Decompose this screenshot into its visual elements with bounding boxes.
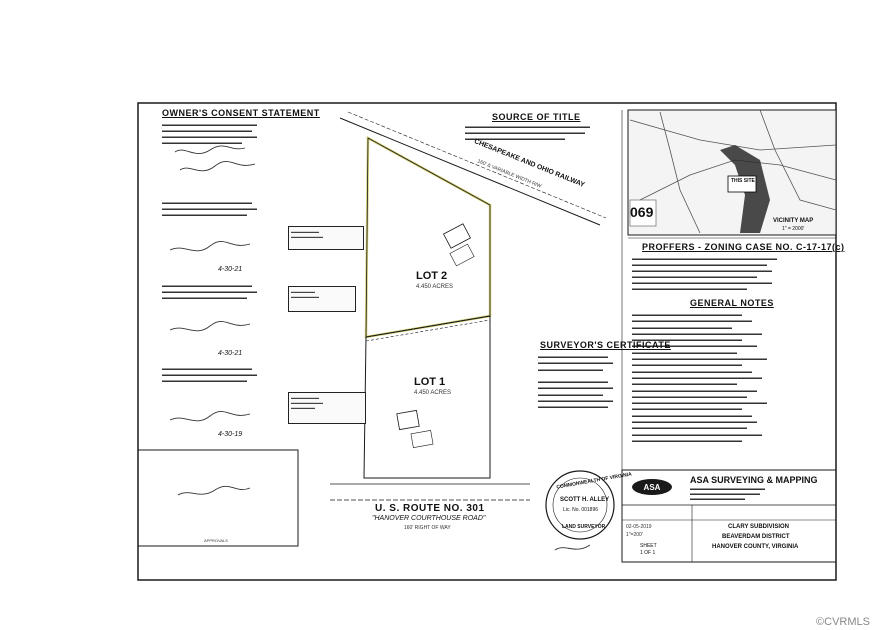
surveyors-certificate-body: ▬▬▬▬▬▬▬▬▬▬▬▬▬▬▬▬▬▬▬▬▬▬▬▬▬▬▬▬▬▬▬▬▬▬▬▬▬▬▬▬… bbox=[538, 354, 613, 411]
project-district: BEAVERDAM DISTRICT bbox=[722, 534, 790, 540]
vicinity-map-scale: 1" = 2000' bbox=[782, 226, 805, 232]
lot-2-dwelling bbox=[442, 223, 475, 267]
road-row bbox=[330, 483, 530, 501]
route-name: U. S. ROUTE NO. 301 bbox=[375, 503, 485, 514]
surveyors-certificate-heading: SURVEYOR'S CERTIFICATE bbox=[540, 340, 671, 350]
vicinity-map-label: VICINITY MAP bbox=[773, 218, 814, 224]
lot-1-parcel bbox=[363, 315, 491, 479]
firm-name: ASA SURVEYING & MAPPING bbox=[690, 475, 818, 485]
owners-consent-body: ▬▬▬▬▬▬▬▬▬▬▬▬▬▬▬▬▬▬▬▬▬▬▬▬▬▬▬▬▬▬▬▬▬▬▬▬▬▬▬▬… bbox=[162, 122, 257, 146]
watermark: ©CVRMLS bbox=[816, 616, 870, 628]
seal-bottom: LAND SURVEYOR bbox=[562, 524, 606, 530]
signatures bbox=[169, 145, 591, 551]
seal-name: SCOTT H. ALLEY bbox=[560, 497, 610, 503]
lot-2-parcel bbox=[364, 135, 492, 339]
seal-lic: Lic. No. 001896 bbox=[563, 507, 599, 513]
vicinity-map bbox=[627, 109, 837, 236]
project-name: CLARY SUBDIVISION bbox=[728, 524, 790, 530]
notary-block-1: ▬▬▬▬▬▬▬▬▬▬▬▬▬▬▬▬▬▬▬▬▬▬▬▬▬▬▬▬▬▬▬▬▬▬▬▬▬▬▬▬… bbox=[162, 200, 257, 218]
title-block: ASA bbox=[621, 469, 837, 563]
notary-1-date: 4-30-21 bbox=[218, 266, 243, 273]
surveyor-seal bbox=[545, 470, 615, 540]
general-notes-heading: GENERAL NOTES bbox=[690, 298, 774, 308]
proffers-body: ▬▬▬▬▬▬▬▬▬▬▬▬▬▬▬▬▬▬▬▬▬▬▬▬▬▬▬▬▬▬▬▬▬▬▬▬▬▬▬▬… bbox=[632, 256, 777, 292]
title-block-sheet: SHEET bbox=[640, 543, 657, 549]
railway bbox=[339, 111, 607, 226]
road-name: "HANOVER COURTHOUSE ROAD" bbox=[372, 515, 486, 522]
lot-1-dwelling bbox=[396, 409, 434, 448]
title-block-sheet-of: 1 OF 1 bbox=[640, 550, 656, 556]
notary-block-2: ▬▬▬▬▬▬▬▬▬▬▬▬▬▬▬▬▬▬▬▬▬▬▬▬▬▬▬▬▬▬▬▬▬▬▬▬▬▬▬▬… bbox=[162, 283, 257, 301]
svg-text:ASA: ASA bbox=[644, 483, 661, 492]
title-block-date: 02-05-2019 bbox=[626, 524, 652, 530]
lot-1-area: 4.450 ACRES bbox=[414, 390, 452, 396]
source-of-title-body: ▬▬▬▬▬▬▬▬▬▬▬▬▬▬▬▬▬▬▬▬▬▬▬▬▬▬▬▬▬▬▬▬▬▬▬▬▬▬▬▬… bbox=[465, 124, 590, 142]
stamp-box-2: ▬▬▬▬▬▬▬▬▬▬▬▬▬ bbox=[288, 286, 356, 312]
road-row: 160' RIGHT OF WAY bbox=[404, 525, 451, 531]
firm-address: ▬▬▬▬▬▬▬▬▬▬▬▬▬▬▬▬▬▬▬▬▬▬▬▬▬▬▬▬▬▬▬▬▬▬▬▬▬▬▬▬ bbox=[690, 486, 765, 502]
vicinity-site-label: THIS SITE bbox=[731, 178, 755, 184]
stamp-box-3: ▬▬▬▬▬▬▬▬▬▬▬▬▬▬▬▬▬▬▬▬▬ bbox=[288, 392, 366, 424]
title-block-scale: 1"=200' bbox=[626, 532, 643, 538]
vicinity-map-number: 069 bbox=[630, 204, 654, 220]
proffers-heading: PROFFERS - ZONING CASE NO. C-17-17(c) bbox=[642, 242, 845, 252]
source-of-title-heading: SOURCE OF TITLE bbox=[492, 112, 581, 122]
stamp-box-1: ▬▬▬▬▬▬▬▬▬▬▬▬▬▬▬ bbox=[288, 226, 364, 250]
approvals-label: APPROVALS bbox=[204, 538, 228, 543]
lot-2-label: LOT 2 bbox=[416, 270, 448, 282]
approvals-box bbox=[137, 449, 299, 547]
notary-3-date: 4-30-19 bbox=[218, 431, 243, 438]
notary-block-3: ▬▬▬▬▬▬▬▬▬▬▬▬▬▬▬▬▬▬▬▬▬▬▬▬▬▬▬▬▬▬▬▬▬▬▬▬▬▬▬▬… bbox=[162, 366, 257, 384]
owners-consent-heading: OWNER'S CONSENT STATEMENT bbox=[162, 108, 320, 118]
notary-2-date: 4-30-21 bbox=[218, 350, 243, 357]
lot-1-label: LOT 1 bbox=[414, 376, 446, 388]
project-county: HANOVER COUNTY, VIRGINIA bbox=[712, 544, 799, 550]
sheet-border bbox=[137, 102, 837, 581]
general-notes-body: ▬▬▬▬▬▬▬▬▬▬▬▬▬▬▬▬▬▬▬▬▬▬▬▬▬▬▬▬▬▬▬▬▬▬▬▬▬▬▬▬… bbox=[632, 312, 767, 444]
lot-2-area: 4.450 ACRES bbox=[416, 284, 454, 290]
